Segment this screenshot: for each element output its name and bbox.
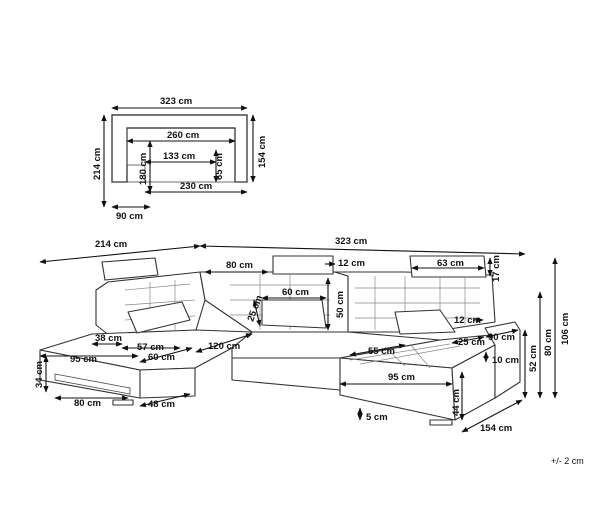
label-90-arm: 90 cm bbox=[488, 332, 515, 343]
left-leg bbox=[112, 399, 134, 406]
label-10: 10 cm bbox=[492, 355, 519, 366]
label-50: 50 cm bbox=[335, 291, 346, 318]
left-chaise-base bbox=[54, 373, 131, 395]
plan-label-180: 180 cm bbox=[138, 153, 149, 185]
label-154: 154 cm bbox=[480, 423, 512, 434]
plan-outline bbox=[111, 114, 248, 183]
right-leg bbox=[429, 419, 453, 426]
label-60-cushion: 60 cm bbox=[282, 287, 309, 298]
right-chaise-front bbox=[339, 357, 456, 421]
plan-label-133: 133 cm bbox=[163, 151, 195, 162]
plan-label-230: 230 cm bbox=[180, 181, 212, 192]
plan-label-90: 90 cm bbox=[116, 211, 143, 222]
sofa-dimensions: 214 cm 323 cm 80 cm 12 cm 63 cm 17 cm 60… bbox=[34, 236, 571, 434]
label-12-top: 12 cm bbox=[338, 258, 365, 269]
plan-view: 323 cm 260 cm 133 cm 230 cm 214 cm 154 c… bbox=[92, 96, 268, 222]
right-armrest bbox=[484, 321, 521, 399]
label-95-right: 95 cm bbox=[388, 372, 415, 383]
plan-label-323: 323 cm bbox=[160, 96, 192, 107]
label-34: 34 cm bbox=[34, 361, 45, 388]
label-17: 17 cm bbox=[491, 255, 502, 282]
label-60-chaise: 60 cm bbox=[148, 352, 175, 363]
center-cushion bbox=[261, 299, 327, 329]
plan-label-154: 154 cm bbox=[257, 136, 268, 168]
label-63: 63 cm bbox=[437, 258, 464, 269]
center-base bbox=[231, 357, 341, 391]
label-80-back: 80 cm bbox=[226, 260, 253, 271]
dim-120 bbox=[195, 333, 253, 353]
left-headrest bbox=[101, 257, 159, 281]
label-25-arm: 25 cm bbox=[458, 337, 485, 348]
left-cushion bbox=[127, 301, 191, 334]
label-55: 55 cm bbox=[368, 346, 395, 357]
label-95-left: 95 cm bbox=[70, 354, 97, 365]
label-5: 5 cm bbox=[366, 412, 388, 423]
plan-inner-line bbox=[126, 128, 146, 182]
plan-label-65: 65 cm bbox=[214, 153, 225, 180]
dim-25-slant bbox=[252, 299, 262, 327]
dim-60-chaise bbox=[139, 346, 193, 364]
dim-214 bbox=[39, 243, 201, 265]
label-80-height: 80 cm bbox=[543, 329, 554, 356]
label-38: 38 cm bbox=[95, 333, 122, 344]
center-headrest bbox=[272, 255, 334, 275]
tolerance-note: +/- 2 cm bbox=[551, 456, 584, 466]
dim-25-arm bbox=[451, 335, 485, 345]
dim-90-arm bbox=[485, 328, 519, 339]
label-120: 120 cm bbox=[208, 341, 240, 352]
plan-label-214: 214 cm bbox=[92, 148, 103, 180]
dim-154 bbox=[461, 399, 523, 433]
label-44: 44 cm bbox=[451, 389, 462, 416]
plan-label-260: 260 cm bbox=[167, 130, 199, 141]
dim-55 bbox=[349, 343, 406, 357]
dim-48 bbox=[139, 392, 191, 408]
label-48: 48 cm bbox=[148, 399, 175, 410]
right-cushion bbox=[394, 309, 456, 335]
label-106: 106 cm bbox=[560, 313, 571, 345]
label-214: 214 cm bbox=[95, 239, 127, 250]
label-80-base: 80 cm bbox=[74, 398, 101, 409]
left-chaise-side bbox=[139, 367, 196, 399]
label-12-arm: 12 cm bbox=[454, 315, 481, 326]
dim-323 bbox=[199, 243, 526, 257]
label-323: 323 cm bbox=[335, 236, 367, 247]
label-52: 52 cm bbox=[528, 345, 539, 372]
